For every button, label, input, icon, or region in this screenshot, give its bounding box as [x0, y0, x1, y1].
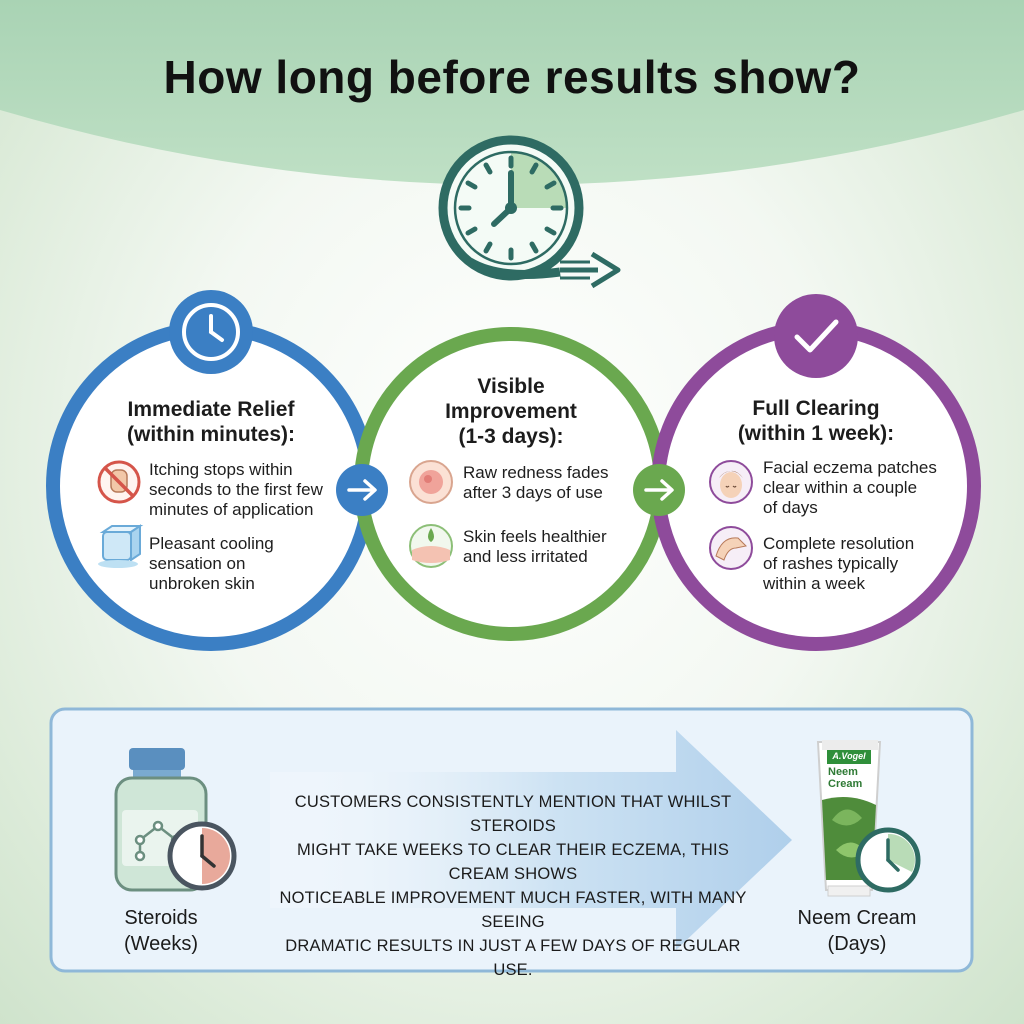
neem-cream-label: Neem Cream (Days): [797, 907, 917, 955]
stage-item-text: Raw redness fades after 3 days of use: [463, 463, 609, 502]
face-icon: [709, 460, 753, 504]
stage-title-line: Immediate Relief: [127, 398, 295, 421]
big-arrow-shape: [270, 730, 792, 950]
checkmark-icon: [774, 294, 858, 378]
ice-cube-icon: [98, 524, 144, 568]
stage-title-immediate: Immediate Relief (within minutes):: [101, 397, 321, 447]
comparison-text: CUSTOMERS CONSISTENTLY MENTION THAT WHIL…: [279, 793, 747, 979]
header-band: [0, 0, 1024, 185]
stage-item-text: Skin feels healthier and less irritated: [463, 527, 607, 566]
neem-cream-tube-icon: [816, 740, 882, 897]
tube-brand-logo: A.Vogel: [832, 751, 866, 761]
slow-clock-icon: [167, 821, 237, 891]
redness-patch-icon: [409, 460, 453, 504]
fast-clock-icon: [855, 827, 921, 893]
steroids-label: Steroids (Weeks): [123, 907, 199, 955]
skin-layer-icon: [409, 524, 453, 568]
stage-title-line: (1-3 days):: [458, 425, 564, 448]
central-clock-icon: [438, 135, 621, 289]
stage-title-improvement: Visible Improvement (1-3 days):: [411, 374, 611, 449]
stage-item-text: Facial eczema patches clear within a cou…: [763, 458, 937, 517]
arrow-right-icon: [336, 464, 388, 516]
stage-title-line: (within minutes):: [127, 423, 295, 446]
stage-title-clearing: Full Clearing (within 1 week):: [716, 396, 916, 446]
arm-icon: [709, 526, 753, 570]
stage-item-text: Complete resolution of rashes typically …: [763, 534, 915, 593]
stage-title-line: Visible: [477, 375, 545, 398]
tube-product-name: Neem Cream: [828, 766, 863, 790]
stage-title-line: Full Clearing: [752, 397, 880, 420]
stage-item-text: Pleasant cooling sensation on unbroken s…: [149, 534, 274, 593]
clock-icon: [169, 290, 253, 374]
stage-title-line: (within 1 week):: [737, 422, 895, 445]
no-scratch-hand-icon: [97, 460, 141, 504]
stage-title-line: Improvement: [445, 400, 577, 423]
arrow-right-icon: [633, 464, 685, 516]
stage-item-text: Itching stops within seconds to the firs…: [149, 460, 323, 519]
page-title: How long before results show?: [163, 51, 861, 103]
